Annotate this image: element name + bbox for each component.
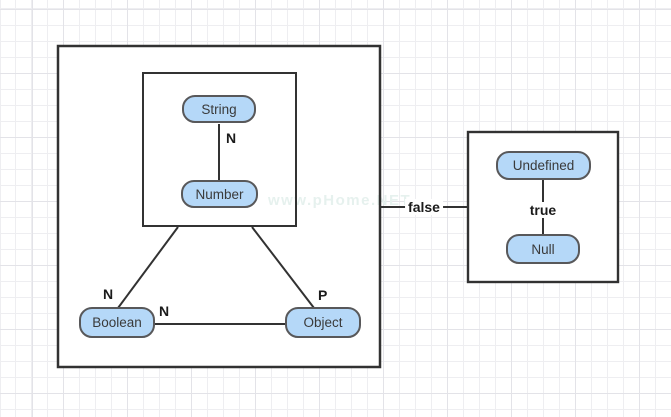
edge-label-true: true	[526, 202, 560, 218]
edge-label-group-boolean: N	[103, 286, 114, 302]
node-undefined[interactable]: Undefined	[496, 151, 591, 180]
edge-label-boolean-object: N	[159, 303, 170, 319]
edge-group-boolean	[117, 226, 179, 309]
edge-group-object	[251, 226, 315, 309]
node-object[interactable]: Object	[285, 307, 361, 338]
edge-label-group-object: P	[318, 287, 328, 303]
node-null[interactable]: Null	[506, 234, 580, 264]
edge-label-string-number: N	[226, 130, 237, 146]
node-string[interactable]: String	[182, 95, 256, 123]
node-number[interactable]: Number	[181, 180, 258, 208]
watermark-text: www.pHome.NET	[267, 192, 411, 209]
edge-label-false: false	[405, 199, 443, 215]
node-boolean[interactable]: Boolean	[79, 307, 155, 338]
outer-group-rect[interactable]	[56, 44, 382, 369]
inner-group-rect[interactable]	[142, 72, 297, 227]
